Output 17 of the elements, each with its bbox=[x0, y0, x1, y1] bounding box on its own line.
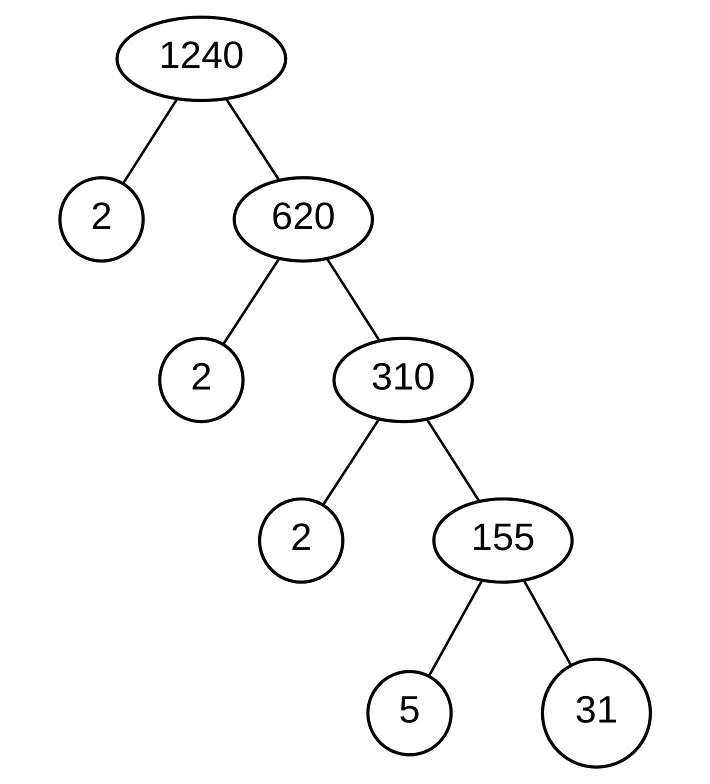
connector bbox=[222, 258, 280, 344]
node-circle: 2 bbox=[258, 497, 344, 584]
connector bbox=[122, 98, 178, 184]
node-circle: 31 bbox=[540, 658, 652, 769]
connector bbox=[428, 580, 483, 676]
node-circle: 2 bbox=[158, 336, 245, 424]
connector bbox=[226, 98, 280, 180]
connector bbox=[426, 419, 480, 502]
node-ellipse: 155 bbox=[432, 497, 574, 584]
connector bbox=[523, 580, 572, 666]
node-circle: 2 bbox=[58, 176, 145, 263]
node-circle: 5 bbox=[366, 670, 453, 756]
node-ellipse: 620 bbox=[232, 176, 374, 263]
node-ellipse: 310 bbox=[332, 336, 474, 424]
node-ellipse: 1240 bbox=[115, 16, 288, 102]
connector bbox=[322, 419, 380, 505]
connector bbox=[326, 258, 380, 342]
